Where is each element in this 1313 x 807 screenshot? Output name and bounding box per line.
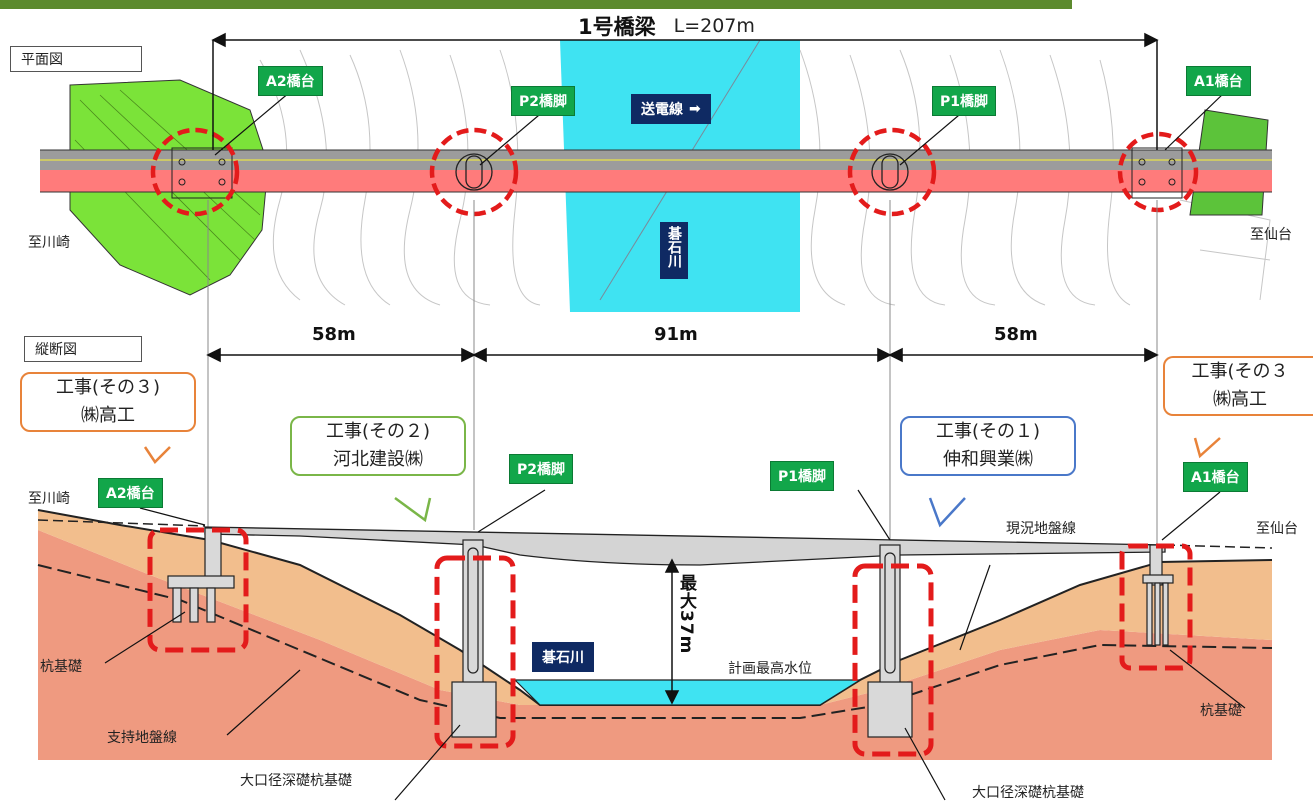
header-banner: [0, 0, 1072, 9]
plan-tag-a2: A2橋台: [258, 66, 323, 96]
section-tag-p1: P1橋脚: [770, 461, 835, 491]
ground-line-label: 現況地盤線: [1006, 521, 1076, 537]
contract-right-mid-line1: 工事(その１): [935, 421, 1041, 442]
contract-bubble-right: 工事(その３ ㈱高工: [1163, 356, 1313, 416]
deep-foundation-left: 大口径深礎杭基礎: [240, 773, 352, 789]
plan-p2-symbol: [455, 153, 493, 191]
plan-tag-p2: P2橋脚: [511, 86, 576, 116]
section-deck: [204, 526, 1166, 566]
deep-foundation-right: 大口径深礎杭基礎: [972, 785, 1084, 801]
contract-bubble-mid: 工事(その２) 河北建設㈱: [290, 416, 466, 476]
section-river: [513, 679, 863, 706]
section-tag-a2: A2橋台: [98, 478, 163, 508]
section-highlight-p2: [434, 555, 516, 749]
section-soil-upper: [38, 510, 1272, 705]
section-p1-pier: [867, 544, 913, 738]
pile-foundation-right: 杭基礎: [1200, 703, 1242, 719]
contract-bubble-left: 工事(その３) ㈱高工: [20, 372, 196, 432]
bearing-line-label: 支持地盤線: [107, 730, 177, 746]
arrow-right-icon: ➡: [689, 101, 701, 117]
plan-highlight-a2: [150, 127, 240, 217]
bridge-length: L=207m: [673, 15, 755, 37]
section-p2-pier: [451, 539, 497, 738]
section-bearing-line: [37, 564, 1273, 719]
plan-river-text: 碁石川: [666, 226, 682, 268]
plan-river-label: 碁石川: [660, 222, 688, 279]
powerline-text: 送電線: [641, 102, 683, 118]
section-soil-lower: [38, 530, 1272, 760]
contract-left-line1: 工事(その３): [55, 377, 161, 398]
plan-to-left: 至川崎: [28, 235, 70, 251]
section-tag-a1: A1橋台: [1183, 462, 1248, 492]
plan-contours: [259, 49, 1271, 306]
section-river-label: 碁石川: [532, 642, 594, 672]
pile-foundation-left: 杭基礎: [40, 659, 82, 675]
contract-right-mid-line2: 伸和興業㈱: [943, 449, 1033, 470]
contract-bubble-right-mid: 工事(その１) 伸和興業㈱: [900, 416, 1076, 476]
section-highlight-p1: [852, 563, 934, 757]
section-highlight-a2: [147, 527, 249, 653]
contract-mid-line2: 河北建設㈱: [333, 449, 423, 470]
span-dimensions: [206, 347, 1159, 363]
plan-highlight-a1: [1117, 131, 1199, 213]
contract-right-line1: 工事(その３: [1191, 361, 1289, 382]
plan-highlight-p1: [847, 127, 937, 217]
max-height-dimension: [664, 558, 680, 705]
contract-left-line2: ㈱高工: [81, 405, 135, 426]
plan-p1-symbol: [871, 153, 909, 191]
max-height-label: 最大37m: [676, 574, 696, 655]
section-tag-p2: P2橋脚: [509, 454, 574, 484]
section-a1-abutment: [1142, 544, 1174, 646]
section-a2-abutment: [167, 527, 235, 623]
section-highlight-a1: [1119, 543, 1193, 671]
overall-length-dimension: [211, 32, 1159, 150]
plan-road-deck-red: [40, 170, 1272, 192]
plan-tag-a1: A1橋台: [1186, 66, 1251, 96]
plan-view-label: 平面図: [10, 46, 142, 72]
plan-a2-symbol: [171, 147, 233, 199]
flood-level-label: 計画最高水位: [728, 661, 812, 677]
contract-mid-line1: 工事(その２): [325, 421, 431, 442]
plan-to-right: 至仙台: [1250, 227, 1292, 243]
section-to-right: 至仙台: [1256, 521, 1298, 537]
powerline-label: 送電線 ➡: [631, 94, 711, 124]
section-view-label: 縦断図: [24, 336, 142, 362]
span-label-2: 91m: [654, 324, 698, 345]
section-to-left: 至川崎: [28, 491, 70, 507]
plan-tag-p1: P1橋脚: [932, 86, 997, 116]
diagram-title: 1号橋梁 L=207m: [578, 10, 755, 42]
contract-right-line2: ㈱高工: [1213, 389, 1267, 410]
bridge-title: 1号橋梁: [578, 15, 656, 39]
span-label-3: 58m: [994, 324, 1038, 345]
span-label-1: 58m: [312, 324, 356, 345]
